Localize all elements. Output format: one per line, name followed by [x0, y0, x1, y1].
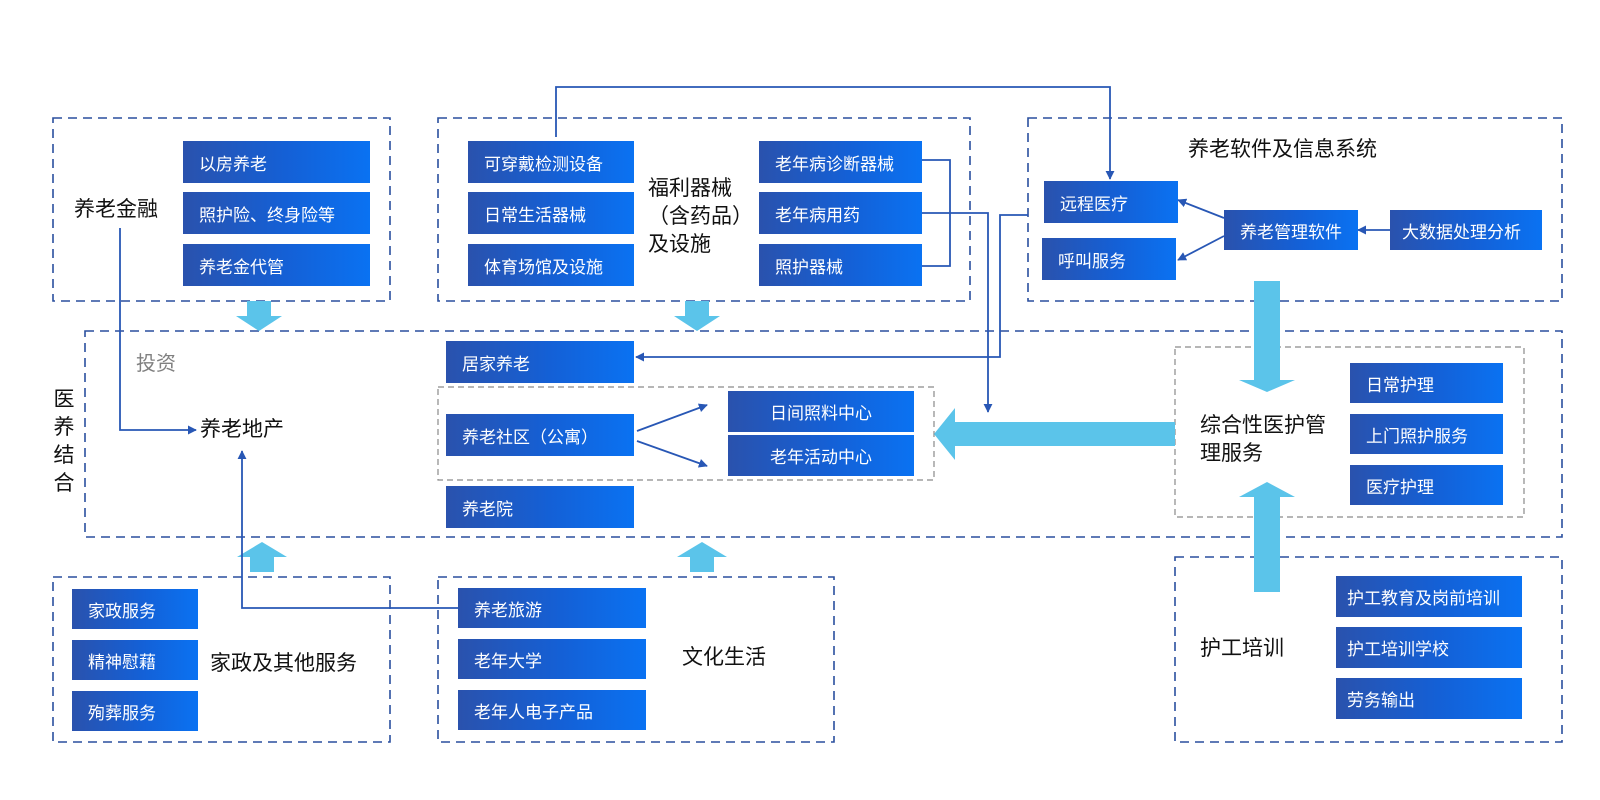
geriatric-medicine-to-community-connector: [922, 212, 993, 413]
finance-to-real-estate-connector: [119, 228, 197, 435]
culture-item-senior-university: 老年大学: [458, 639, 646, 679]
medical-item-daily-care: 日常护理: [1350, 363, 1503, 403]
integration-group-frame: [84, 330, 1563, 538]
management-to-call-service-connector: [1177, 235, 1225, 261]
training-item-education: 护工教育及岗前培训: [1336, 576, 1522, 617]
software-item-call-service: 呼叫服务: [1042, 238, 1176, 280]
finance-group-frame: [52, 117, 391, 302]
management-to-remote-medical-connector: [1177, 198, 1225, 219]
welfare-item-care-devices: 照护器械: [759, 244, 922, 286]
medical-to-community-block-arrow: [934, 408, 1175, 460]
welfare-item-wearable-devices: 可穿戴检测设备: [468, 141, 634, 183]
medical-item-medical-nursing: 医疗护理: [1350, 465, 1503, 505]
training-item-school: 护工培训学校: [1336, 627, 1522, 668]
housekeeping-group-frame: [52, 576, 391, 743]
medical-title: 综合性医护管理服务: [1200, 413, 1326, 465]
welfare-item-sports-facilities: 体育场馆及设施: [468, 244, 634, 286]
welfare-item-geriatric-diagnostic-devices: 老年病诊断器械: [759, 141, 922, 183]
housekeeping-title: 家政及其他服务: [210, 651, 357, 675]
training-title: 护工培训: [1200, 636, 1284, 660]
software-item-management-software: 养老管理软件: [1224, 210, 1358, 250]
finance-item-care-insurance: 照护险、终身险等: [183, 192, 370, 234]
nursing-home-box: 养老院: [446, 486, 634, 528]
travel-to-real-estate-connector: [237, 450, 458, 609]
training-up-block-arrow: [1239, 482, 1295, 592]
community-to-activity-center-connector: [636, 440, 708, 468]
finance-down-block-arrow: [236, 301, 282, 331]
training-group-frame: [1174, 556, 1563, 743]
medical-item-home-visit-care: 上门照护服务: [1350, 414, 1503, 454]
integration-side-label: 医养结合: [53, 387, 75, 495]
software-item-remote-medical: 远程医疗: [1044, 181, 1178, 223]
welfare-item-daily-living-devices: 日常生活器械: [468, 192, 634, 234]
housekeeping-item-domestic-service: 家政服务: [72, 589, 198, 629]
housekeeping-item-emotional-support: 精神慰藉: [72, 640, 198, 680]
remote-medical-to-home-care-connector: [635, 214, 1028, 362]
real-estate-label: 养老地产: [200, 417, 284, 441]
finance-title: 养老金融: [74, 197, 158, 221]
finance-item-pension-custody: 养老金代管: [183, 244, 370, 286]
day-care-center-box: 日间照料中心: [728, 391, 914, 432]
senior-activity-center-box: 老年活动中心: [728, 435, 914, 476]
software-down-block-arrow: [1239, 281, 1295, 392]
community-group-frame: [437, 386, 935, 481]
software-item-big-data-analysis: 大数据处理分析: [1390, 210, 1542, 250]
culture-item-senior-travel: 养老旅游: [458, 588, 646, 628]
welfare-down-block-arrow: [674, 301, 720, 331]
culture-group-frame: [437, 576, 835, 743]
community-to-daycare-connector: [636, 403, 708, 432]
wearable-to-remote-medical-connector: [555, 86, 1115, 180]
investment-label: 投资: [136, 351, 176, 375]
home-care-box: 居家养老: [446, 341, 634, 383]
community-apartment-box: 养老社区（公寓）: [446, 414, 634, 456]
housekeeping-item-funeral-service: 殉葬服务: [72, 691, 198, 731]
culture-item-senior-electronics: 老年人电子产品: [458, 690, 646, 730]
software-title: 养老软件及信息系统: [1188, 137, 1377, 161]
housekeeping-up-block-arrow: [237, 542, 287, 572]
welfare-item-geriatric-medicine: 老年病用药: [759, 192, 922, 234]
finance-item-home-reverse-mortgage: 以房养老: [183, 141, 370, 183]
culture-up-block-arrow: [677, 542, 727, 572]
welfare-title: 福利器械（含药品）及设施: [648, 176, 743, 256]
software-group-frame: [1027, 117, 1563, 302]
training-item-labor-export: 劳务输出: [1336, 678, 1522, 719]
culture-title: 文化生活: [682, 645, 766, 669]
